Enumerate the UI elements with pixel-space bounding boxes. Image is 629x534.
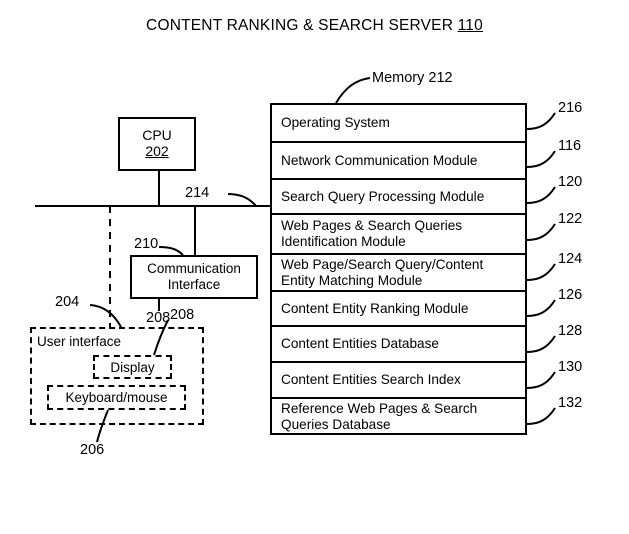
keyboard-mouse-label: Keyboard/mouse xyxy=(65,390,168,405)
memory-reference-216: 216 xyxy=(558,100,583,116)
memory-reference-120: 120 xyxy=(558,174,583,190)
user-interface-reference: 204 xyxy=(55,294,80,310)
memory-reference-116: 116 xyxy=(558,138,582,154)
cpu-reference: 202 xyxy=(145,143,169,159)
bus-leader xyxy=(227,193,257,207)
display-box[interactable]: Display xyxy=(93,355,172,379)
ref-leader-124 xyxy=(526,263,556,281)
cpu-box[interactable]: CPU 202 xyxy=(118,117,196,171)
memory-row-web-pages-search-queries-identification-module[interactable]: Web Pages & Search Queries Identificatio… xyxy=(272,215,525,255)
memory-row-label-line1: Web Page/Search Query/Content xyxy=(281,256,484,272)
memory-row-content-entity-ranking-module[interactable]: Content Entity Ranking Module xyxy=(272,292,525,327)
memory-row-label: Content Entities Search Index xyxy=(281,372,461,388)
memory-box: Operating System Network Communication M… xyxy=(270,103,527,435)
ref-leader-128 xyxy=(526,335,556,353)
memory-reference-130: 130 xyxy=(558,359,583,375)
memory-row-content-entities-search-index[interactable]: Content Entities Search Index xyxy=(272,363,525,399)
display-label: Display xyxy=(110,359,155,375)
memory-row-label: Content Entity Ranking Module xyxy=(281,300,469,316)
memory-row-web-page-search-query-content-entity-matching-module[interactable]: Web Page/Search Query/Content Entity Mat… xyxy=(272,255,525,292)
memory-label: Memory 212 xyxy=(372,70,453,86)
bus-reference: 214 xyxy=(185,185,210,201)
user-interface-leader xyxy=(89,304,122,328)
figure-title-reference: 110 xyxy=(457,17,483,34)
memory-row-label-line2: Identification Module xyxy=(281,234,406,249)
memory-row-label-line2: Entity Matching Module xyxy=(281,272,423,288)
memory-reference-126: 126 xyxy=(558,287,583,303)
memory-row-label-line1: Web Pages & Search Queries xyxy=(281,218,463,234)
memory-row-label-line2: Queries Database xyxy=(281,416,391,432)
communication-interface-label-line2: Interface xyxy=(167,277,221,292)
comm-interface-leader xyxy=(158,246,184,256)
memory-row-label: Content Entities Database xyxy=(281,336,439,352)
memory-row-label-line1: Reference Web Pages & Search xyxy=(281,400,478,416)
keyboard-mouse-reference: 206 xyxy=(80,442,105,458)
ref-leader-116 xyxy=(526,150,556,168)
ref-leader-130 xyxy=(526,371,556,389)
communication-interface-box[interactable]: Communication Interface xyxy=(130,255,258,299)
ref-leader-126 xyxy=(526,299,556,317)
memory-row-content-entities-database[interactable]: Content Entities Database xyxy=(272,327,525,363)
communication-interface-leader-reference: 210 xyxy=(134,236,159,252)
memory-reference-128: 128 xyxy=(558,323,583,339)
memory-row-label: Search Query Processing Module xyxy=(281,188,485,204)
memory-reference-132: 132 xyxy=(558,395,583,411)
memory-row-reference-web-pages-search-queries-database[interactable]: Reference Web Pages & Search Queries Dat… xyxy=(272,399,525,434)
figure-title-text: CONTENT RANKING & SEARCH SERVER xyxy=(146,17,458,34)
memory-row-network-communication-module[interactable]: Network Communication Module xyxy=(272,143,525,180)
cpu-label: CPU xyxy=(142,127,172,144)
memory-row-label: Network Communication Module xyxy=(281,152,478,168)
user-interface-box[interactable] xyxy=(30,327,204,425)
ref-leader-132 xyxy=(526,407,556,425)
memory-row-label: Operating System xyxy=(281,115,390,131)
communication-interface-label-line1: Communication xyxy=(147,261,241,277)
figure-title: CONTENT RANKING & SEARCH SERVER 110 xyxy=(0,17,629,35)
display-reference: 208 xyxy=(170,307,195,323)
keyboard-mouse-box[interactable]: Keyboard/mouse xyxy=(47,385,186,410)
user-interface-label: User interface xyxy=(37,334,122,349)
ref-leader-216 xyxy=(526,112,556,130)
ref-leader-122 xyxy=(526,223,556,241)
memory-reference-124: 124 xyxy=(558,251,583,267)
communication-interface-reference: 208 xyxy=(146,310,171,326)
memory-row-search-query-processing-module[interactable]: Search Query Processing Module xyxy=(272,180,525,215)
memory-leader xyxy=(335,77,371,104)
memory-reference-122: 122 xyxy=(558,211,583,227)
ref-leader-120 xyxy=(526,186,556,204)
memory-row-operating-system[interactable]: Operating System xyxy=(272,105,525,143)
